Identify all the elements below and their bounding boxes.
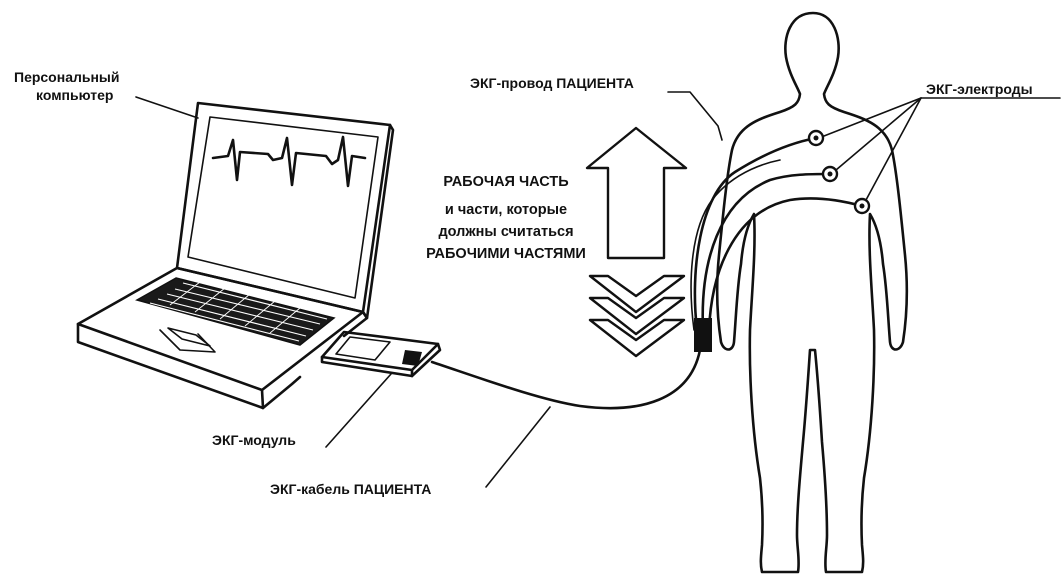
- leader-electrode-1: [824, 98, 921, 136]
- label-personal-computer-2: компьютер: [36, 87, 113, 103]
- label-ecg-module: ЭКГ-модуль: [212, 432, 296, 448]
- label-applied-part-3: должны считаться: [438, 224, 573, 240]
- label-ecg-lead: ЭКГ-провод ПАЦИЕНТА: [470, 75, 634, 91]
- ecg-module-icon: [322, 332, 440, 376]
- leader-electrode-2: [836, 98, 921, 170]
- label-personal-computer-1: Персональный: [14, 69, 120, 85]
- human-figure-icon: [717, 13, 906, 572]
- leader-ecg-module: [326, 374, 391, 447]
- module-panel: [336, 337, 390, 360]
- label-applied-part-2: и части, которые: [445, 202, 567, 218]
- ecg-waveform-icon: [213, 137, 365, 186]
- double-arrow-icon: [587, 128, 686, 356]
- laptop-display: [188, 117, 378, 298]
- leader-ecg-lead: [668, 92, 722, 140]
- lead-wire-3: [709, 198, 862, 330]
- laptop-base-front: [78, 324, 263, 408]
- label-ecg-cable: ЭКГ-кабель ПАЦИЕНТА: [270, 481, 431, 497]
- leader-ecg-cable: [486, 407, 550, 487]
- label-applied-part-4: РАБОЧИМИ ЧАСТЯМИ: [426, 246, 586, 262]
- laptop-keyboard: [137, 278, 334, 345]
- laptop-icon: [78, 103, 393, 408]
- label-ecg-electrodes: ЭКГ-электроды: [926, 81, 1033, 97]
- arrow-up: [587, 128, 686, 258]
- label-applied-part-1: РАБОЧАЯ ЧАСТЬ: [443, 174, 568, 190]
- patient-cable: [432, 350, 700, 408]
- leader-electrode-3: [866, 98, 921, 200]
- lead-connector: [694, 318, 712, 352]
- leader-computer: [136, 97, 198, 118]
- laptop-base-side: [263, 377, 300, 408]
- leader-lines: [136, 92, 1060, 487]
- human-outline: [717, 13, 906, 572]
